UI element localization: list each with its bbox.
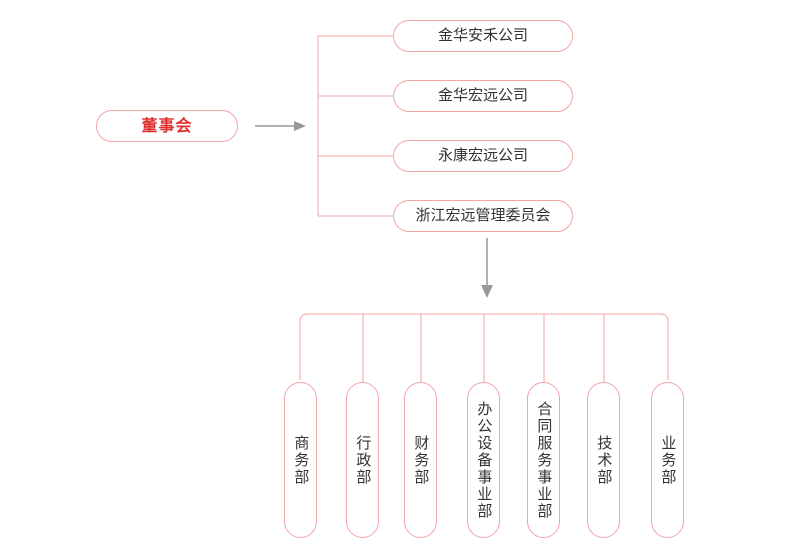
node-root-label: 董事会 bbox=[141, 115, 193, 135]
node-department-3-label: 财务部 bbox=[412, 434, 431, 486]
node-department-1-label: 商务部 bbox=[292, 434, 311, 486]
node-branch-3-label: 永康宏远公司 bbox=[437, 146, 528, 165]
node-department-2-label: 行政部 bbox=[354, 434, 373, 486]
node-root[interactable]: 董事会 bbox=[96, 110, 238, 142]
node-branch-2-label: 金华宏远公司 bbox=[437, 86, 528, 105]
node-department-2[interactable]: 行政部 bbox=[346, 382, 379, 538]
node-department-6-label: 技术部 bbox=[595, 434, 614, 486]
node-department-5[interactable]: 合同服务事业部 bbox=[527, 382, 560, 538]
node-branch-1-label: 金华安禾公司 bbox=[437, 26, 528, 45]
node-branch-3[interactable]: 永康宏远公司 bbox=[393, 140, 573, 172]
node-department-7[interactable]: 业务部 bbox=[651, 382, 684, 538]
node-department-1[interactable]: 商务部 bbox=[284, 382, 317, 538]
node-department-4[interactable]: 办公设备事业部 bbox=[467, 382, 500, 538]
node-department-3[interactable]: 财务部 bbox=[404, 382, 437, 538]
node-branch-4[interactable]: 浙江宏远管理委员会 bbox=[393, 200, 573, 232]
node-department-5-label: 合同服务事业部 bbox=[535, 400, 554, 520]
node-branch-2[interactable]: 金华宏远公司 bbox=[393, 80, 573, 112]
node-department-6[interactable]: 技术部 bbox=[587, 382, 620, 538]
node-branch-4-label: 浙江宏远管理委员会 bbox=[415, 206, 551, 225]
node-branch-1[interactable]: 金华安禾公司 bbox=[393, 20, 573, 52]
node-department-7-label: 业务部 bbox=[659, 434, 678, 486]
node-department-4-label: 办公设备事业部 bbox=[475, 400, 494, 520]
